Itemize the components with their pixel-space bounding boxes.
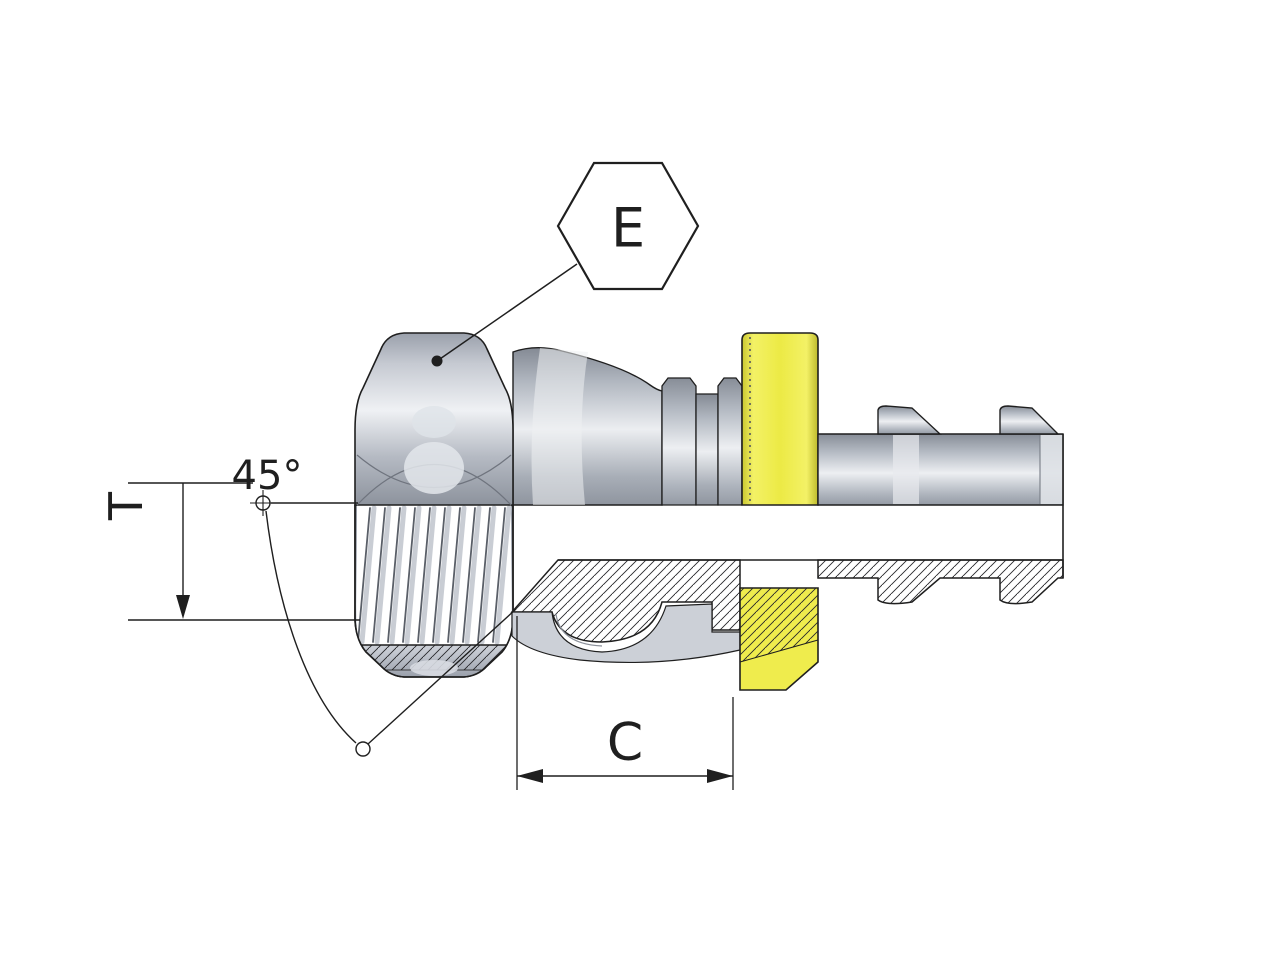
stem-section-hatch [817, 559, 1064, 605]
hose-barb-stem [817, 405, 1064, 578]
angle-label: 45° [232, 453, 303, 499]
step-ring-a [661, 377, 697, 506]
exterior-upper-half [354, 332, 1064, 578]
step-ring-b [717, 377, 743, 506]
arrow-down-icon [176, 595, 190, 619]
hex-chamfer-highlight [412, 406, 456, 438]
thread-lines [357, 505, 512, 645]
barb-ridge-2 [999, 405, 1060, 435]
section-lower-half [354, 504, 1064, 691]
collar-upper-yellow [741, 332, 819, 506]
thread-dimension: T [99, 482, 360, 621]
stem-cylinder [817, 433, 1064, 506]
callout-leader-line [436, 263, 578, 362]
stem-highlight-band [893, 435, 919, 504]
step-groove [695, 393, 719, 506]
collar-lower-section [739, 587, 819, 691]
hex-nut-bottom-outline [354, 505, 514, 678]
thread-dim-label: T [99, 491, 153, 521]
collar-lower-hatch [740, 588, 818, 662]
body-section-hatch [510, 559, 741, 643]
hex-nut-section-interior [355, 505, 513, 671]
callout-letter: E [611, 197, 645, 260]
angle-end-marker [355, 741, 371, 757]
callout-leader-dot [431, 355, 443, 367]
swivel-cone-highlight [531, 348, 588, 505]
collar-lower-split-line [739, 639, 819, 663]
seat-angle-annotation: 45° [232, 453, 517, 757]
arrow-right-icon [707, 769, 733, 783]
annotations: E 45° T C [99, 161, 734, 790]
hex-size-callout: E [431, 161, 700, 367]
stem-end-face [1040, 435, 1063, 504]
hex-face-highlight [404, 442, 464, 494]
arrow-left-icon [517, 769, 543, 783]
swivel-skirt-inner-curve [555, 613, 603, 647]
collar-upper-section [741, 332, 819, 506]
cutoff-dimension: C [516, 616, 734, 790]
angle-seat-line [367, 608, 517, 745]
barb-ridge-1 [877, 405, 942, 435]
length-dim-label: C [607, 713, 643, 773]
hex-nut [354, 332, 514, 506]
callout-hexagon-icon [556, 161, 700, 291]
angle-arc [265, 510, 357, 744]
